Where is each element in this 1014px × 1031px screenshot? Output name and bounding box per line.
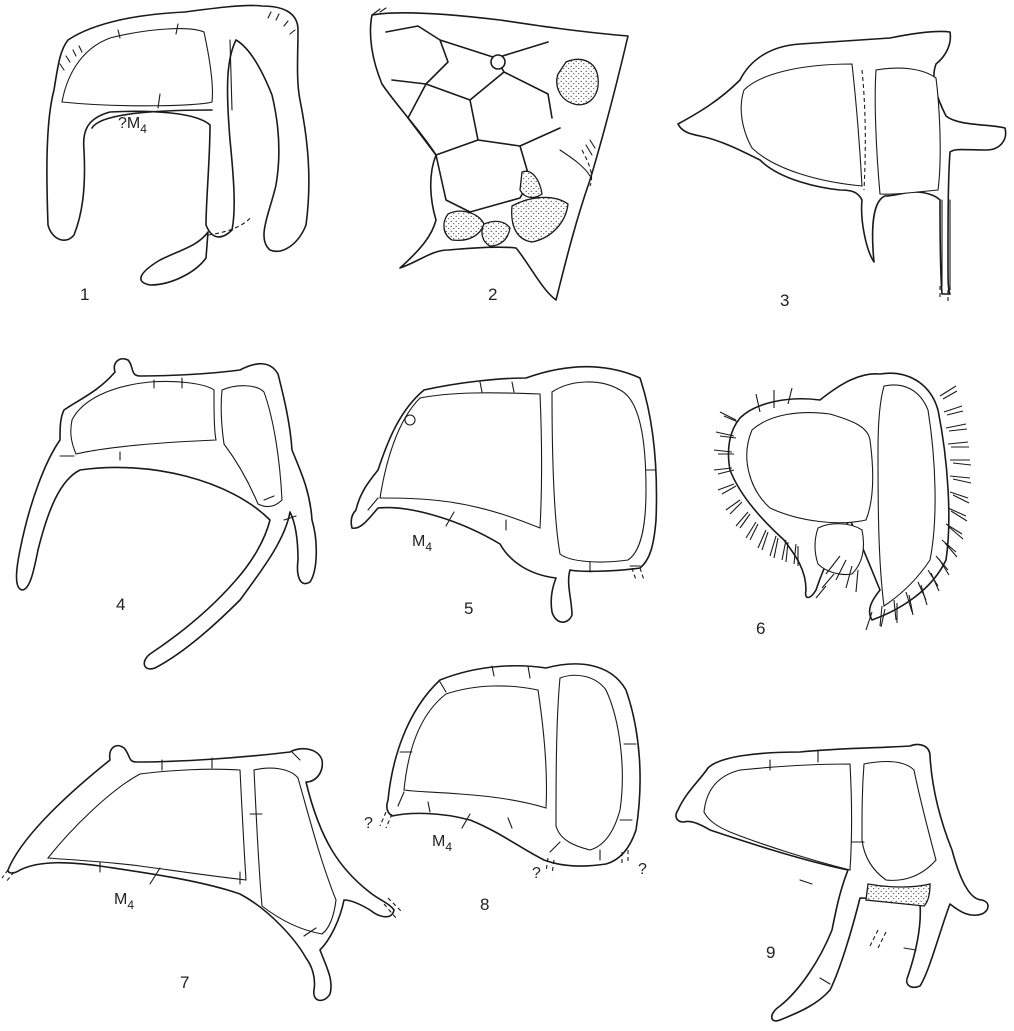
fig8-uncertain-mark-left: ? <box>364 815 373 832</box>
fig1-lower-foot <box>141 232 208 285</box>
fig8-number: 8 <box>480 895 489 914</box>
fig1-number: 1 <box>80 285 89 304</box>
fig7-number: 7 <box>180 973 189 992</box>
fig8-label: M4 <box>432 833 452 854</box>
fig9-left-cell <box>704 764 852 870</box>
figure-4-drawing: 4 <box>17 359 317 669</box>
fig9-dashed <box>870 930 886 948</box>
figure-5-drawing: M4 5 <box>351 367 656 623</box>
figure-7-drawing: M4 7 <box>2 746 402 1001</box>
figure-8-drawing: ? ? ? M4 8 <box>364 664 647 914</box>
fig6-lower-window <box>815 524 864 575</box>
figure-9-drawing: 9 <box>676 744 988 1020</box>
fig5-label: M4 <box>412 533 432 554</box>
fig2-node <box>491 55 505 69</box>
fig6-number: 6 <box>756 619 765 638</box>
fig5-dashed <box>632 568 644 580</box>
fig2-stippled-pore-upper <box>557 59 598 104</box>
fig2-number: 2 <box>488 285 497 304</box>
fig4-number: 4 <box>116 595 125 614</box>
figure-1-drawing: ?M4 1 <box>47 5 309 304</box>
fig7-label: M4 <box>114 891 134 912</box>
fig5-number: 5 <box>464 599 473 618</box>
fig8-uncertain-mark-right: ? <box>638 861 647 878</box>
fig1-label: ?M4 <box>118 115 147 136</box>
fig3-left-cell <box>741 64 862 186</box>
figure-3-drawing: 3 <box>678 31 1006 310</box>
figure-6-drawing: 6 <box>714 373 971 638</box>
fig9-stippled-bridge <box>866 884 930 906</box>
fig3-number: 3 <box>780 291 789 310</box>
figure-2-drawing: 2 <box>370 8 628 304</box>
fig5-right-cell <box>552 382 646 562</box>
fig9-number: 9 <box>766 943 775 962</box>
fig8-uncertain-mark-bottom: ? <box>532 865 541 882</box>
fig3-right-cell <box>875 68 940 194</box>
